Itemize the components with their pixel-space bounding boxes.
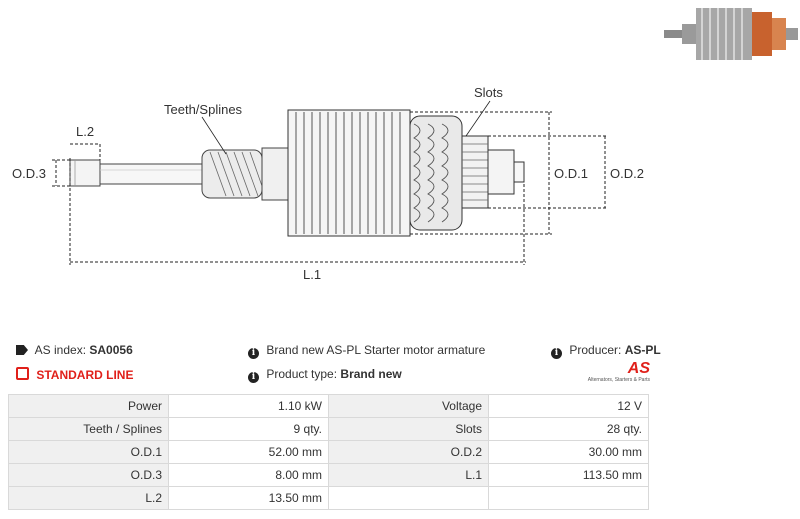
description-text: Brand new AS-PL Starter motor armature (266, 343, 486, 357)
info-icon: i (248, 372, 259, 383)
label-od1: O.D.1 (554, 166, 588, 181)
info-icon: i (551, 348, 562, 359)
spec-label: Slots (328, 417, 489, 441)
armature-technical-drawing: Teeth/Splines Slots L.2 O.D.3 O.D.1 O.D.… (12, 8, 798, 282)
spec-label: L.2 (8, 486, 169, 510)
producer-value: AS-PL (624, 343, 661, 357)
product-thumbnail[interactable] (664, 8, 798, 60)
spec-label: Teeth / Splines (8, 417, 169, 441)
info-icon: i (248, 348, 259, 359)
product-type-label: Product type: (266, 367, 338, 381)
spec-value-empty (488, 486, 649, 510)
standard-line-label: STANDARD LINE (36, 368, 134, 382)
producer-label: Producer: (569, 343, 622, 357)
label-teeth-splines: Teeth/Splines (164, 102, 243, 117)
table-row: O.D.3 8.00 mm L.1 113.50 mm (8, 463, 649, 487)
spec-value: 12 V (488, 394, 649, 418)
label-od2: O.D.2 (610, 166, 644, 181)
spec-label: Voltage (328, 394, 489, 418)
label-od3: O.D.3 (12, 166, 46, 181)
description: i Brand new AS-PL Starter motor armature (248, 343, 485, 359)
spec-label: L.1 (328, 463, 489, 487)
spec-value: 1.10 kW (168, 394, 329, 418)
spec-label: O.D.3 (8, 463, 169, 487)
spec-value: 13.50 mm (168, 486, 329, 510)
spec-value: 113.50 mm (488, 463, 649, 487)
product-type: i Product type: Brand new (248, 367, 402, 383)
table-row: Teeth / Splines 9 qty. Slots 28 qty. (8, 417, 649, 441)
logo-mark: AS (627, 360, 650, 377)
as-index: AS index: SA0056 (16, 343, 133, 357)
spec-label: Power (8, 394, 169, 418)
specs-table: Power 1.10 kW Voltage 12 V Teeth / Splin… (8, 394, 649, 510)
label-slots: Slots (474, 85, 503, 100)
spec-value: 8.00 mm (168, 463, 329, 487)
as-pl-logo: AS Alternators, Starters & Parts (586, 361, 650, 384)
checkbox-icon (16, 367, 29, 380)
tag-icon (16, 345, 28, 355)
producer: i Producer: AS-PL (551, 343, 661, 359)
spec-value: 30.00 mm (488, 440, 649, 464)
spec-label: O.D.2 (328, 440, 489, 464)
spec-label-empty (328, 486, 489, 510)
table-row: O.D.1 52.00 mm O.D.2 30.00 mm (8, 440, 649, 464)
spec-value: 28 qty. (488, 417, 649, 441)
logo-tagline: Alternators, Starters & Parts (587, 377, 650, 383)
spec-value: 9 qty. (168, 417, 329, 441)
as-index-label: AS index: (34, 343, 87, 357)
as-index-value: SA0056 (89, 343, 133, 357)
spec-label: O.D.1 (8, 440, 169, 464)
label-l1: L.1 (303, 267, 321, 282)
table-row: Power 1.10 kW Voltage 12 V (8, 394, 649, 418)
label-l2: L.2 (76, 124, 94, 139)
table-row: L.2 13.50 mm (8, 486, 649, 510)
spec-value: 52.00 mm (168, 440, 329, 464)
product-type-value: Brand new (340, 367, 402, 381)
standard-line: STANDARD LINE (16, 367, 133, 382)
